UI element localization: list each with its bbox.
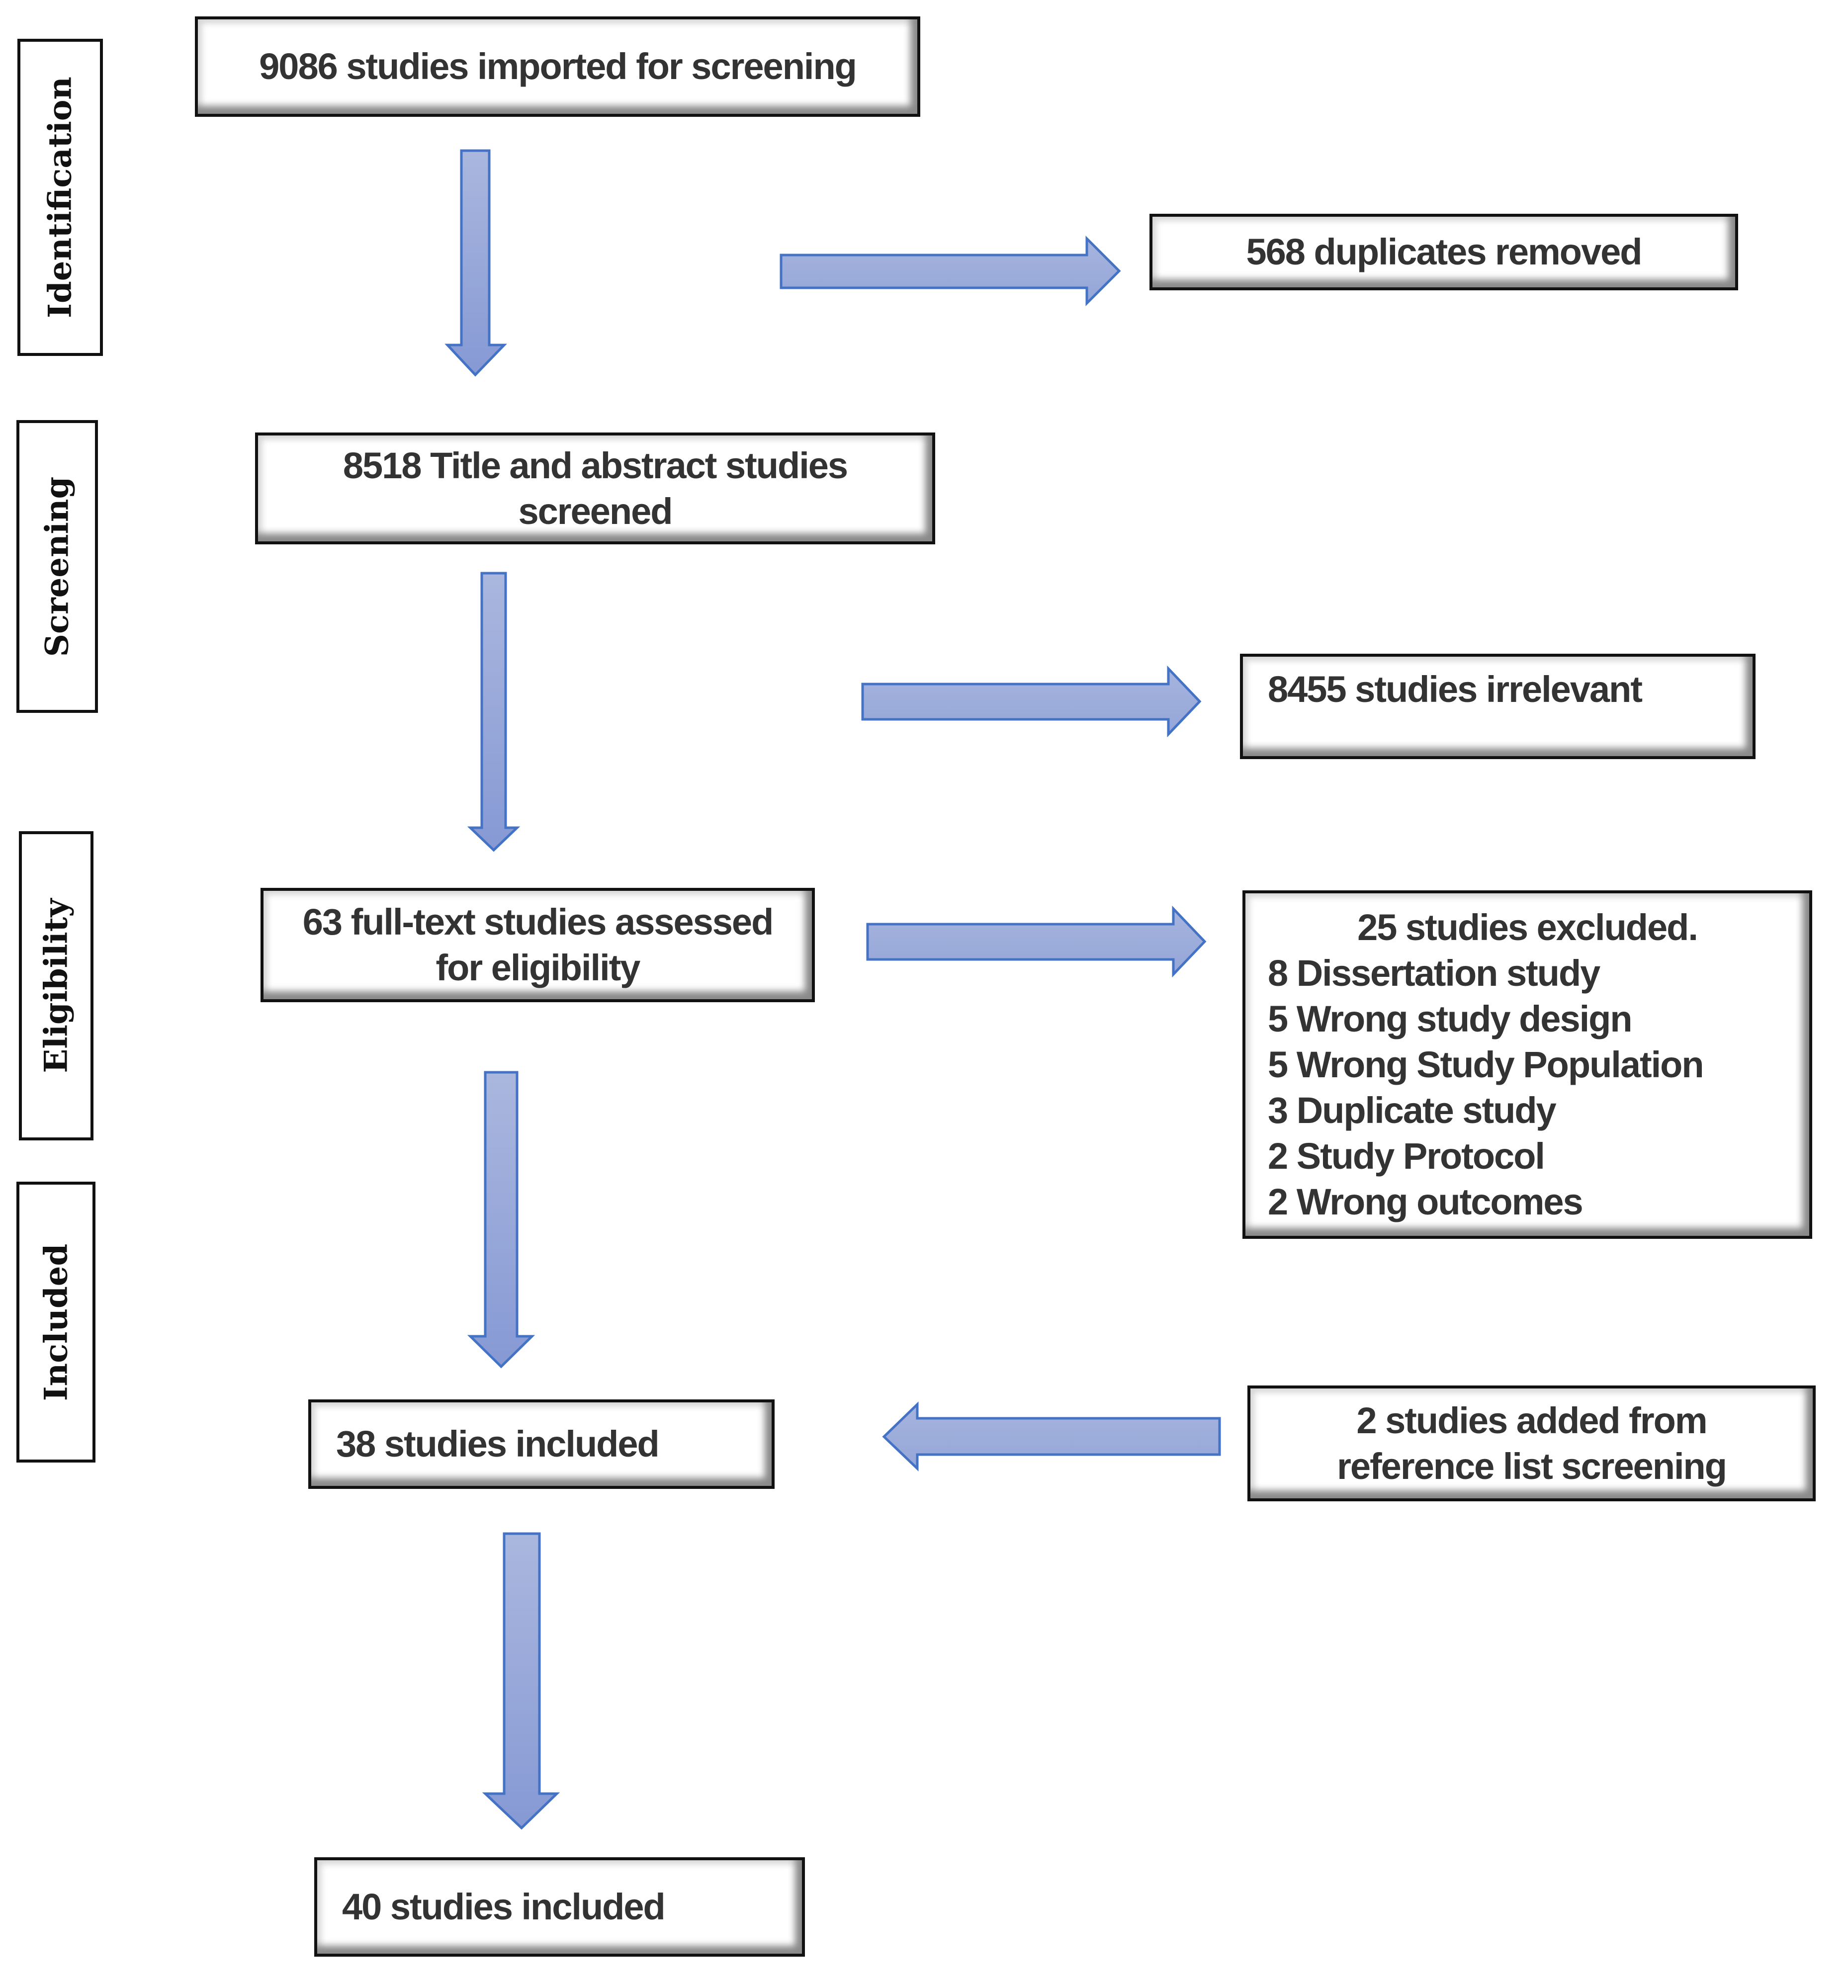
box-screened: 8518 Title and abstract studies screened [255, 432, 935, 544]
box-added-reference: 2 studies added from reference list scre… [1247, 1385, 1816, 1501]
excluded-reason: 2 Study Protocol [1268, 1135, 1545, 1177]
box-text: 63 full-text studies assessed [302, 901, 774, 943]
arrow-down-2 [467, 572, 521, 852]
box-text: 9086 studies imported for screening [259, 46, 857, 87]
arrow-right-irrelevant [861, 665, 1202, 738]
box-text: 568 duplicates removed [1246, 231, 1642, 272]
phase-identification: Identification [17, 39, 103, 356]
box-duplicates: 568 duplicates removed [1149, 214, 1738, 290]
excluded-title: 25 studies excluded. [1357, 906, 1698, 948]
box-irrelevant: 8455 studies irrelevant [1240, 654, 1756, 759]
box-text: for eligibility [436, 947, 641, 988]
box-text: 40 studies included [342, 1886, 666, 1927]
arrow-down-3 [467, 1071, 535, 1369]
excluded-reason: 5 Wrong study design [1268, 998, 1633, 1039]
box-fulltext: 63 full-text studies assessed for eligib… [261, 888, 815, 1002]
box-text: 8455 studies irrelevant [1268, 669, 1643, 710]
excluded-reason: 2 Wrong outcomes [1268, 1181, 1584, 1222]
box-imported: 9086 studies imported for screening [195, 16, 920, 117]
box-text: 38 studies included [336, 1423, 660, 1465]
arrow-right-duplicates [780, 235, 1121, 307]
phase-screening: Screening [16, 420, 98, 713]
excluded-reason: 3 Duplicate study [1268, 1089, 1557, 1131]
excluded-reason: 5 Wrong Study Population [1268, 1043, 1704, 1085]
box-included-38: 38 studies included [308, 1399, 775, 1489]
box-text: screened [518, 490, 673, 532]
box-text: reference list screening [1337, 1445, 1727, 1487]
arrow-down-1 [444, 149, 507, 377]
phase-eligibility: Eligibility [19, 831, 93, 1140]
excluded-reason: 8 Dissertation study [1268, 952, 1600, 994]
arrow-left-added [882, 1401, 1221, 1471]
box-text: 2 studies added from [1356, 1399, 1707, 1441]
phase-included: Included [16, 1182, 95, 1463]
box-excluded: 25 studies excluded. 8 Dissertation stud… [1242, 890, 1812, 1239]
box-text: 8518 Title and abstract studies [343, 444, 848, 486]
box-included-40: 40 studies included [314, 1857, 805, 1957]
arrow-right-excluded [866, 905, 1207, 978]
arrow-down-4 [482, 1532, 560, 1830]
